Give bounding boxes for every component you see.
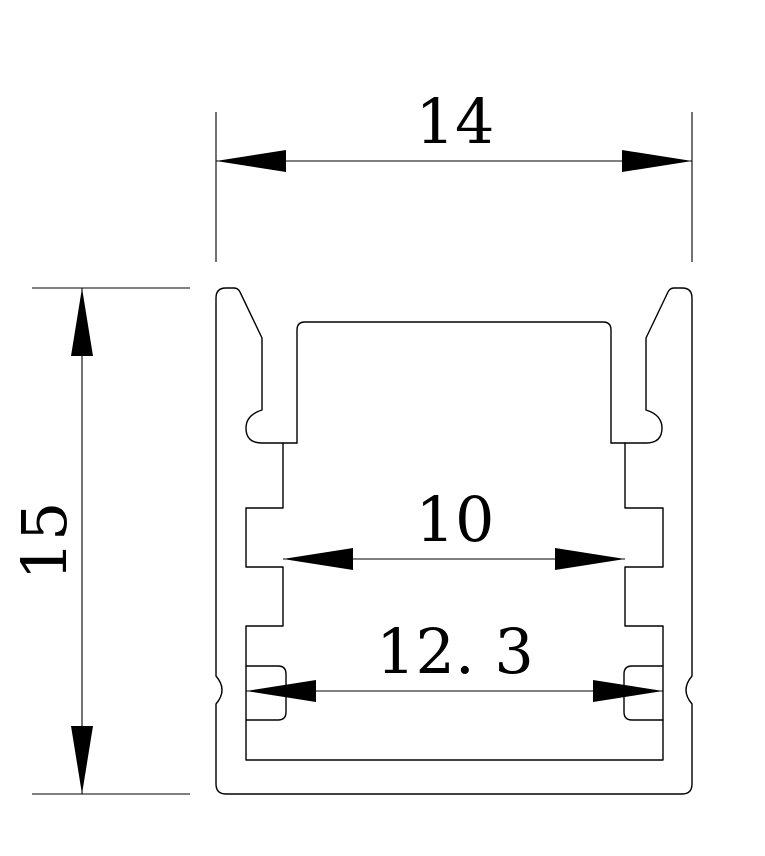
dimension-label-height: 15 — [8, 502, 81, 581]
arrowhead-top — [71, 288, 93, 356]
dimension-overall-width: 14 — [215, 85, 693, 262]
dimension-inner-width: 10 — [283, 483, 625, 570]
arrowhead-inner-left — [283, 548, 353, 570]
dimension-overall-height: 15 — [8, 287, 190, 795]
dimension-label-channel-width: 12. 3 — [376, 615, 534, 688]
profile-outer-contour — [215, 287, 693, 795]
profile-top-cavity — [296, 321, 612, 444]
extrusion-profile — [215, 287, 693, 795]
arrowhead-right — [622, 150, 692, 172]
arrowhead-left — [216, 150, 286, 172]
dimension-label-inner-width: 10 — [416, 483, 495, 556]
dimension-channel-width: 12. 3 — [246, 615, 663, 702]
arrowhead-channel-right — [593, 680, 663, 702]
arrowhead-bottom — [71, 726, 93, 794]
arrowhead-inner-right — [555, 548, 625, 570]
dimension-label-width: 14 — [416, 85, 495, 158]
arrowhead-channel-left — [246, 680, 316, 702]
